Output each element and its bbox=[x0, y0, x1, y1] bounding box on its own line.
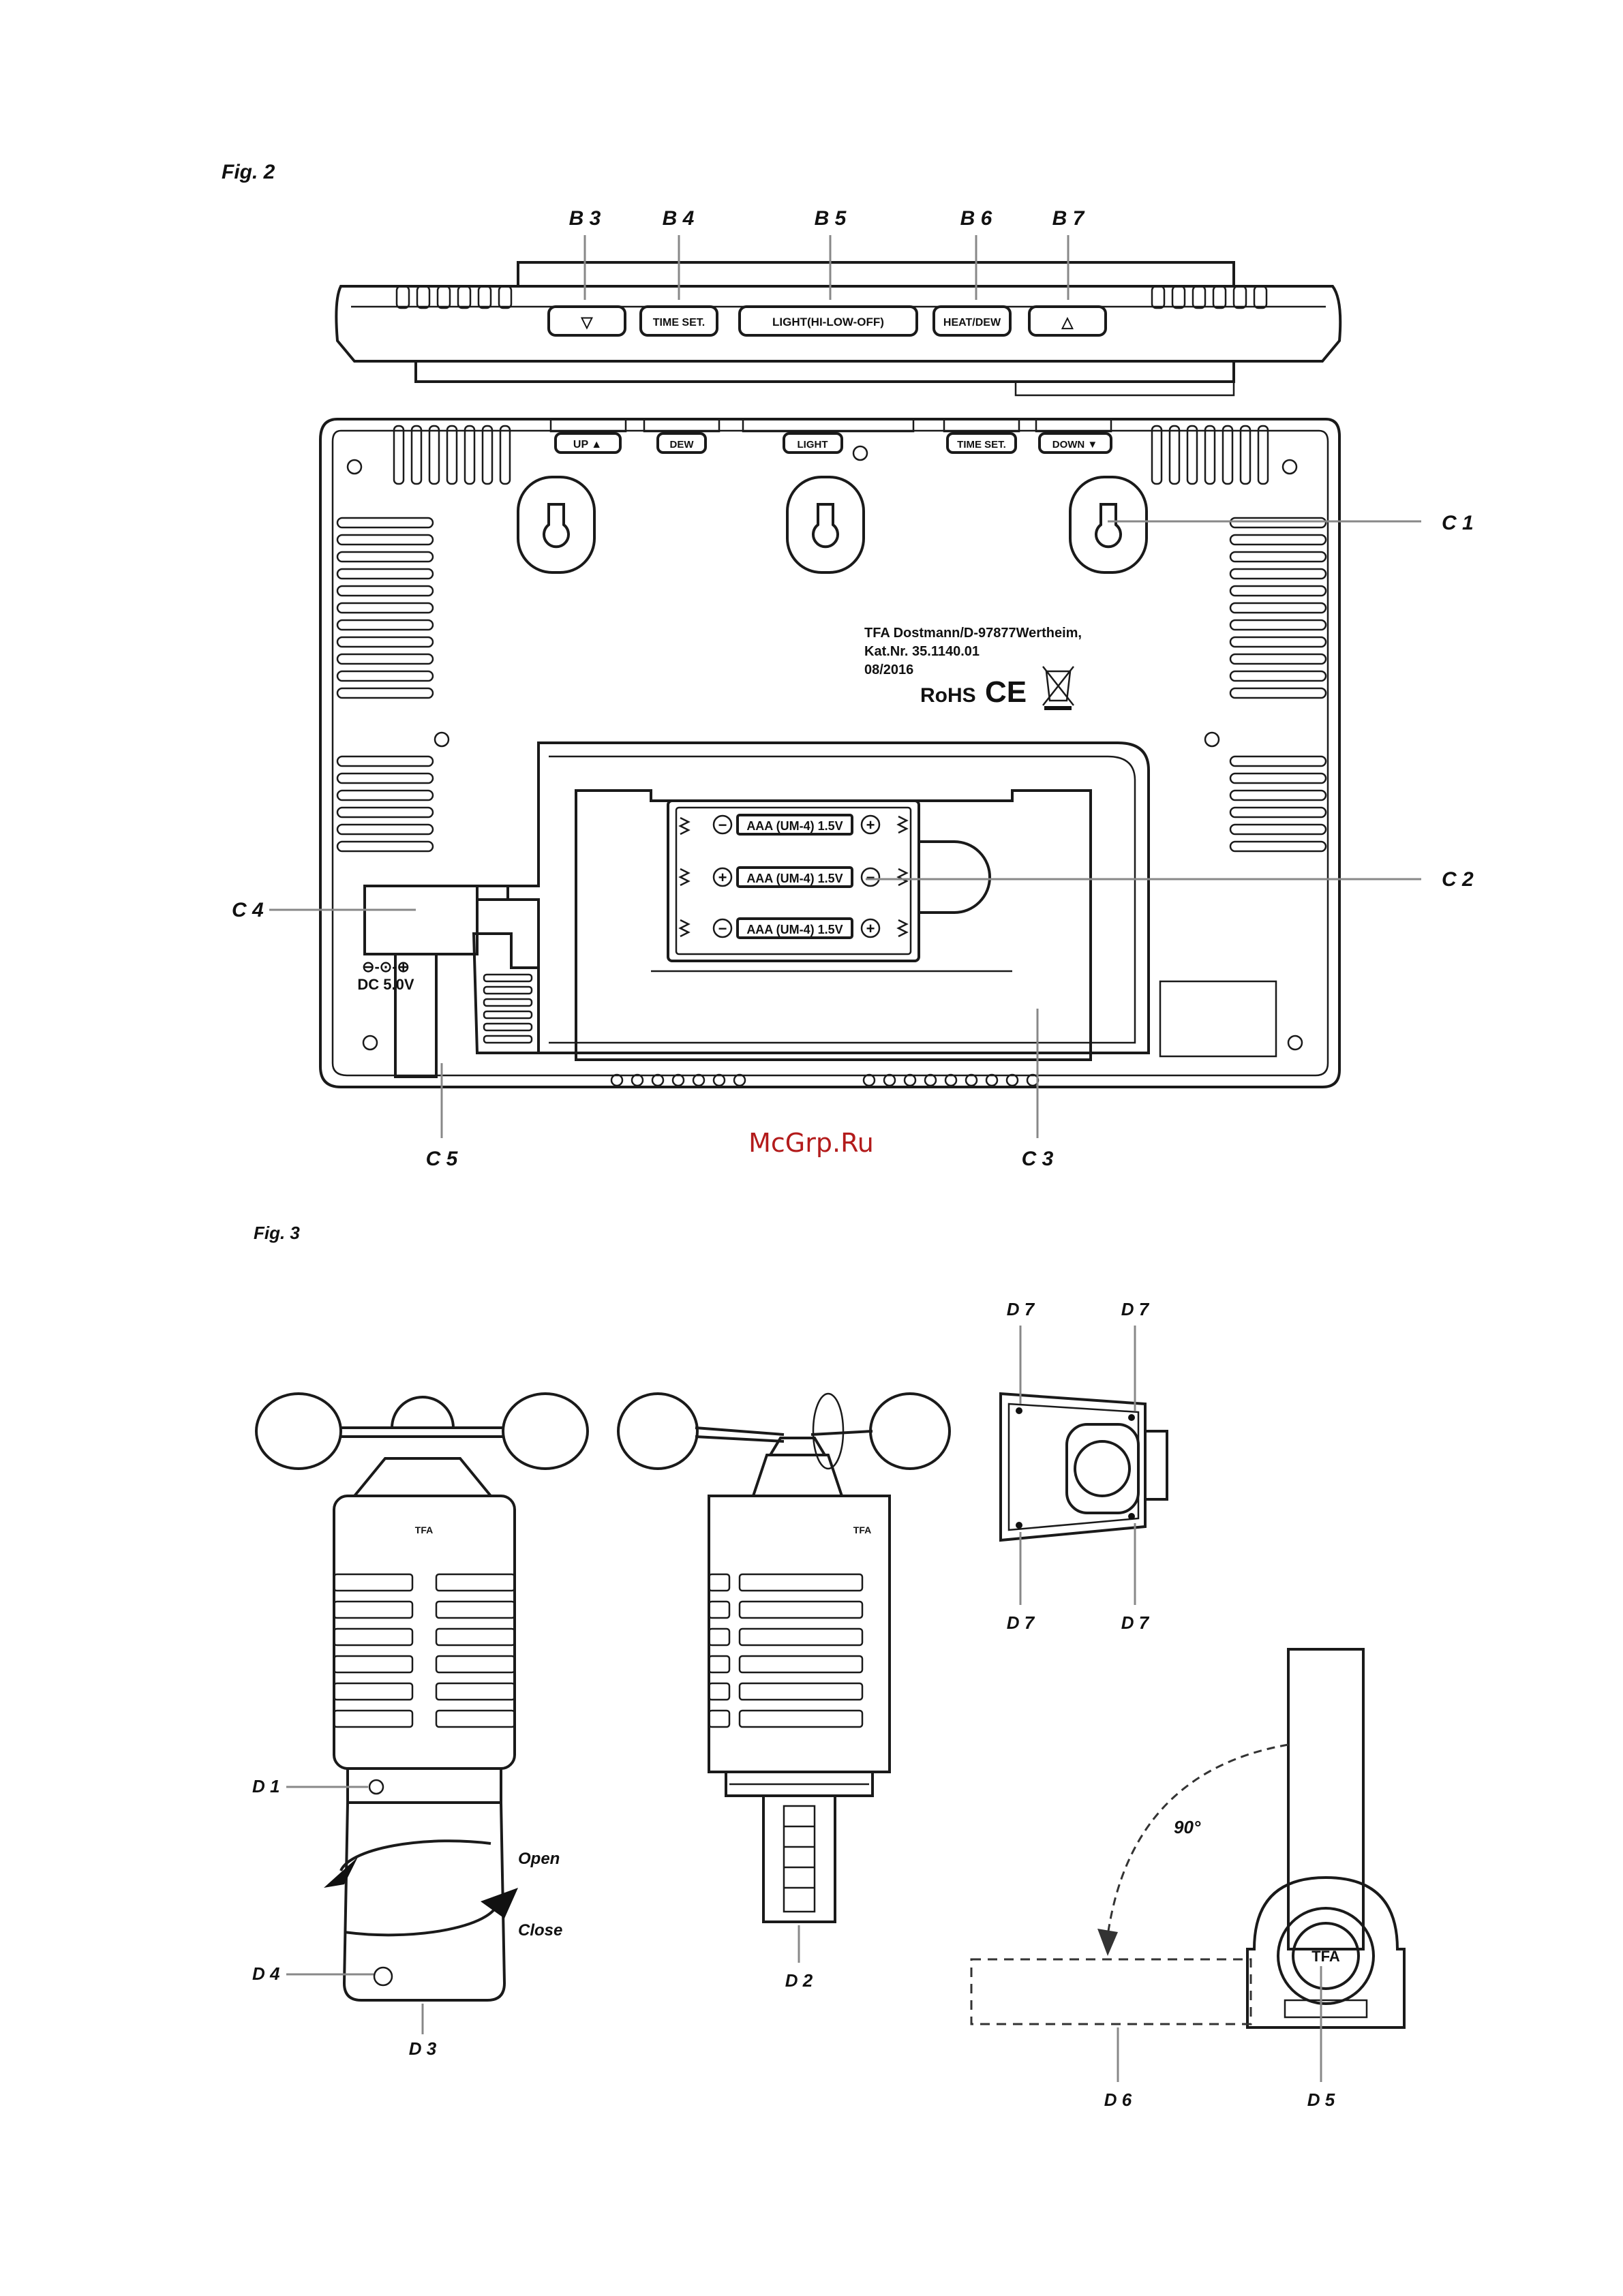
callout-d5: D 5 bbox=[1307, 2090, 1335, 2110]
back-light-button[interactable] bbox=[783, 432, 843, 454]
callout-b7: B 7 bbox=[1052, 207, 1085, 230]
back-dew-button[interactable] bbox=[656, 432, 707, 454]
top-down-symbol: ▽ bbox=[581, 313, 594, 331]
top-down-button[interactable] bbox=[547, 305, 626, 337]
dc-polarity-symbol: ⊖-⊙-⊕ bbox=[362, 958, 410, 975]
battery-3-label: AAA (UM-4) 1.5V bbox=[746, 923, 843, 936]
back-up-button[interactable] bbox=[554, 432, 622, 454]
battery-1-label: AAA (UM-4) 1.5V bbox=[746, 819, 843, 833]
dc-input-label: DC 5.0V bbox=[357, 976, 414, 993]
back-down-label: DOWN ▼ bbox=[1052, 439, 1098, 450]
callout-c1: C 1 bbox=[1442, 512, 1474, 534]
callout-d7-bottom-left: D 7 bbox=[1007, 1612, 1035, 1633]
battery-2: + AAA (UM-4) 1.5V − bbox=[712, 866, 881, 888]
back-dew-label: DEW bbox=[670, 439, 695, 450]
svg-text:+: + bbox=[718, 869, 727, 886]
back-time-set-label: TIME SET. bbox=[957, 439, 1006, 450]
callout-d7-top-right: D 7 bbox=[1121, 1299, 1150, 1319]
back-light-label: LIGHT bbox=[798, 439, 828, 450]
angle-label: 90° bbox=[1174, 1817, 1201, 1837]
close-label: Close bbox=[518, 1921, 562, 1940]
top-time-set-button[interactable] bbox=[639, 305, 718, 337]
callout-c3: C 3 bbox=[1022, 1148, 1054, 1170]
reset-button-housing[interactable] bbox=[917, 840, 991, 914]
svg-text:+: + bbox=[866, 920, 875, 937]
weee-bin-icon bbox=[1042, 666, 1074, 710]
console-top-view: ▽ TIME SET. LIGHT(HI-LOW-OFF) HEAT/DEW △… bbox=[335, 207, 1342, 397]
wall-mount-holes bbox=[517, 476, 1148, 574]
sensor-logo-side: TFA bbox=[853, 1525, 871, 1535]
top-light-label: LIGHT(HI-LOW-OFF) bbox=[772, 316, 884, 328]
top-light-button[interactable] bbox=[738, 305, 918, 337]
label-manufacturer: TFA Dostmann/D-97877Wertheim, bbox=[864, 626, 1082, 641]
fig2-caption: Fig. 2 bbox=[222, 161, 275, 183]
top-up-button[interactable] bbox=[1028, 305, 1107, 337]
callout-d6: D 6 bbox=[1104, 2090, 1132, 2110]
pole-mount: TFA 90° D 6 D 5 bbox=[970, 1648, 1406, 2110]
mounting-bracket: D 7 D 7 D 7 D 7 bbox=[999, 1299, 1168, 1633]
battery-3: − AAA (UM-4) 1.5V + bbox=[712, 917, 881, 939]
callout-b6: B 6 bbox=[960, 207, 992, 230]
svg-text:−: − bbox=[866, 869, 875, 886]
callout-d4: D 4 bbox=[252, 1963, 280, 1984]
callout-d3: D 3 bbox=[409, 2038, 437, 2059]
label-article-number: Kat.Nr. 35.1140.01 bbox=[864, 644, 980, 659]
callout-d2: D 2 bbox=[785, 1970, 813, 1991]
open-label: Open bbox=[518, 1850, 560, 1868]
callout-c2: C 2 bbox=[1442, 868, 1474, 891]
top-up-symbol: △ bbox=[1061, 313, 1074, 331]
sensor-logo-front: TFA bbox=[415, 1525, 433, 1535]
ce-mark: CE bbox=[985, 675, 1027, 709]
callout-b3: B 3 bbox=[569, 207, 601, 230]
rohs-mark: RoHS bbox=[920, 684, 976, 707]
svg-text:−: − bbox=[718, 816, 727, 833]
back-time-set-button[interactable] bbox=[946, 432, 1017, 454]
battery-1: − AAA (UM-4) 1.5V + bbox=[712, 814, 881, 836]
top-heat-dew-label: HEAT/DEW bbox=[943, 317, 1001, 328]
top-heat-dew-button[interactable] bbox=[932, 305, 1012, 337]
top-time-set-label: TIME SET. bbox=[653, 317, 705, 328]
callout-d7-top-left: D 7 bbox=[1007, 1299, 1035, 1319]
callout-c5: C 5 bbox=[426, 1148, 459, 1170]
console-back-view: UP ▲ DEW LIGHT TIME SET. DOWN ▼ bbox=[232, 418, 1474, 1170]
sensor-front-view: TFA Open Close D 1 D 4 D 3 bbox=[252, 1392, 589, 2059]
watermark: McGrp.Ru bbox=[748, 1128, 874, 1158]
callout-d1: D 1 bbox=[252, 1776, 279, 1796]
svg-text:−: − bbox=[718, 920, 727, 937]
sensor-side-view: TFA D 2 bbox=[617, 1392, 951, 1991]
svg-text:+: + bbox=[866, 816, 875, 833]
pole-mount-logo: TFA bbox=[1311, 1948, 1340, 1965]
battery-door[interactable] bbox=[575, 789, 1092, 1061]
back-down-button[interactable] bbox=[1038, 432, 1112, 454]
callout-b5: B 5 bbox=[815, 207, 847, 230]
callout-b4: B 4 bbox=[663, 207, 695, 230]
label-date: 08/2016 bbox=[864, 662, 913, 677]
fig3-caption: Fig. 3 bbox=[254, 1223, 300, 1243]
callout-c4: C 4 bbox=[232, 899, 264, 921]
callout-d7-bottom-right: D 7 bbox=[1121, 1612, 1150, 1633]
battery-2-label: AAA (UM-4) 1.5V bbox=[746, 872, 843, 885]
sticker-area bbox=[1159, 980, 1277, 1058]
back-up-label: UP ▲ bbox=[573, 439, 602, 450]
